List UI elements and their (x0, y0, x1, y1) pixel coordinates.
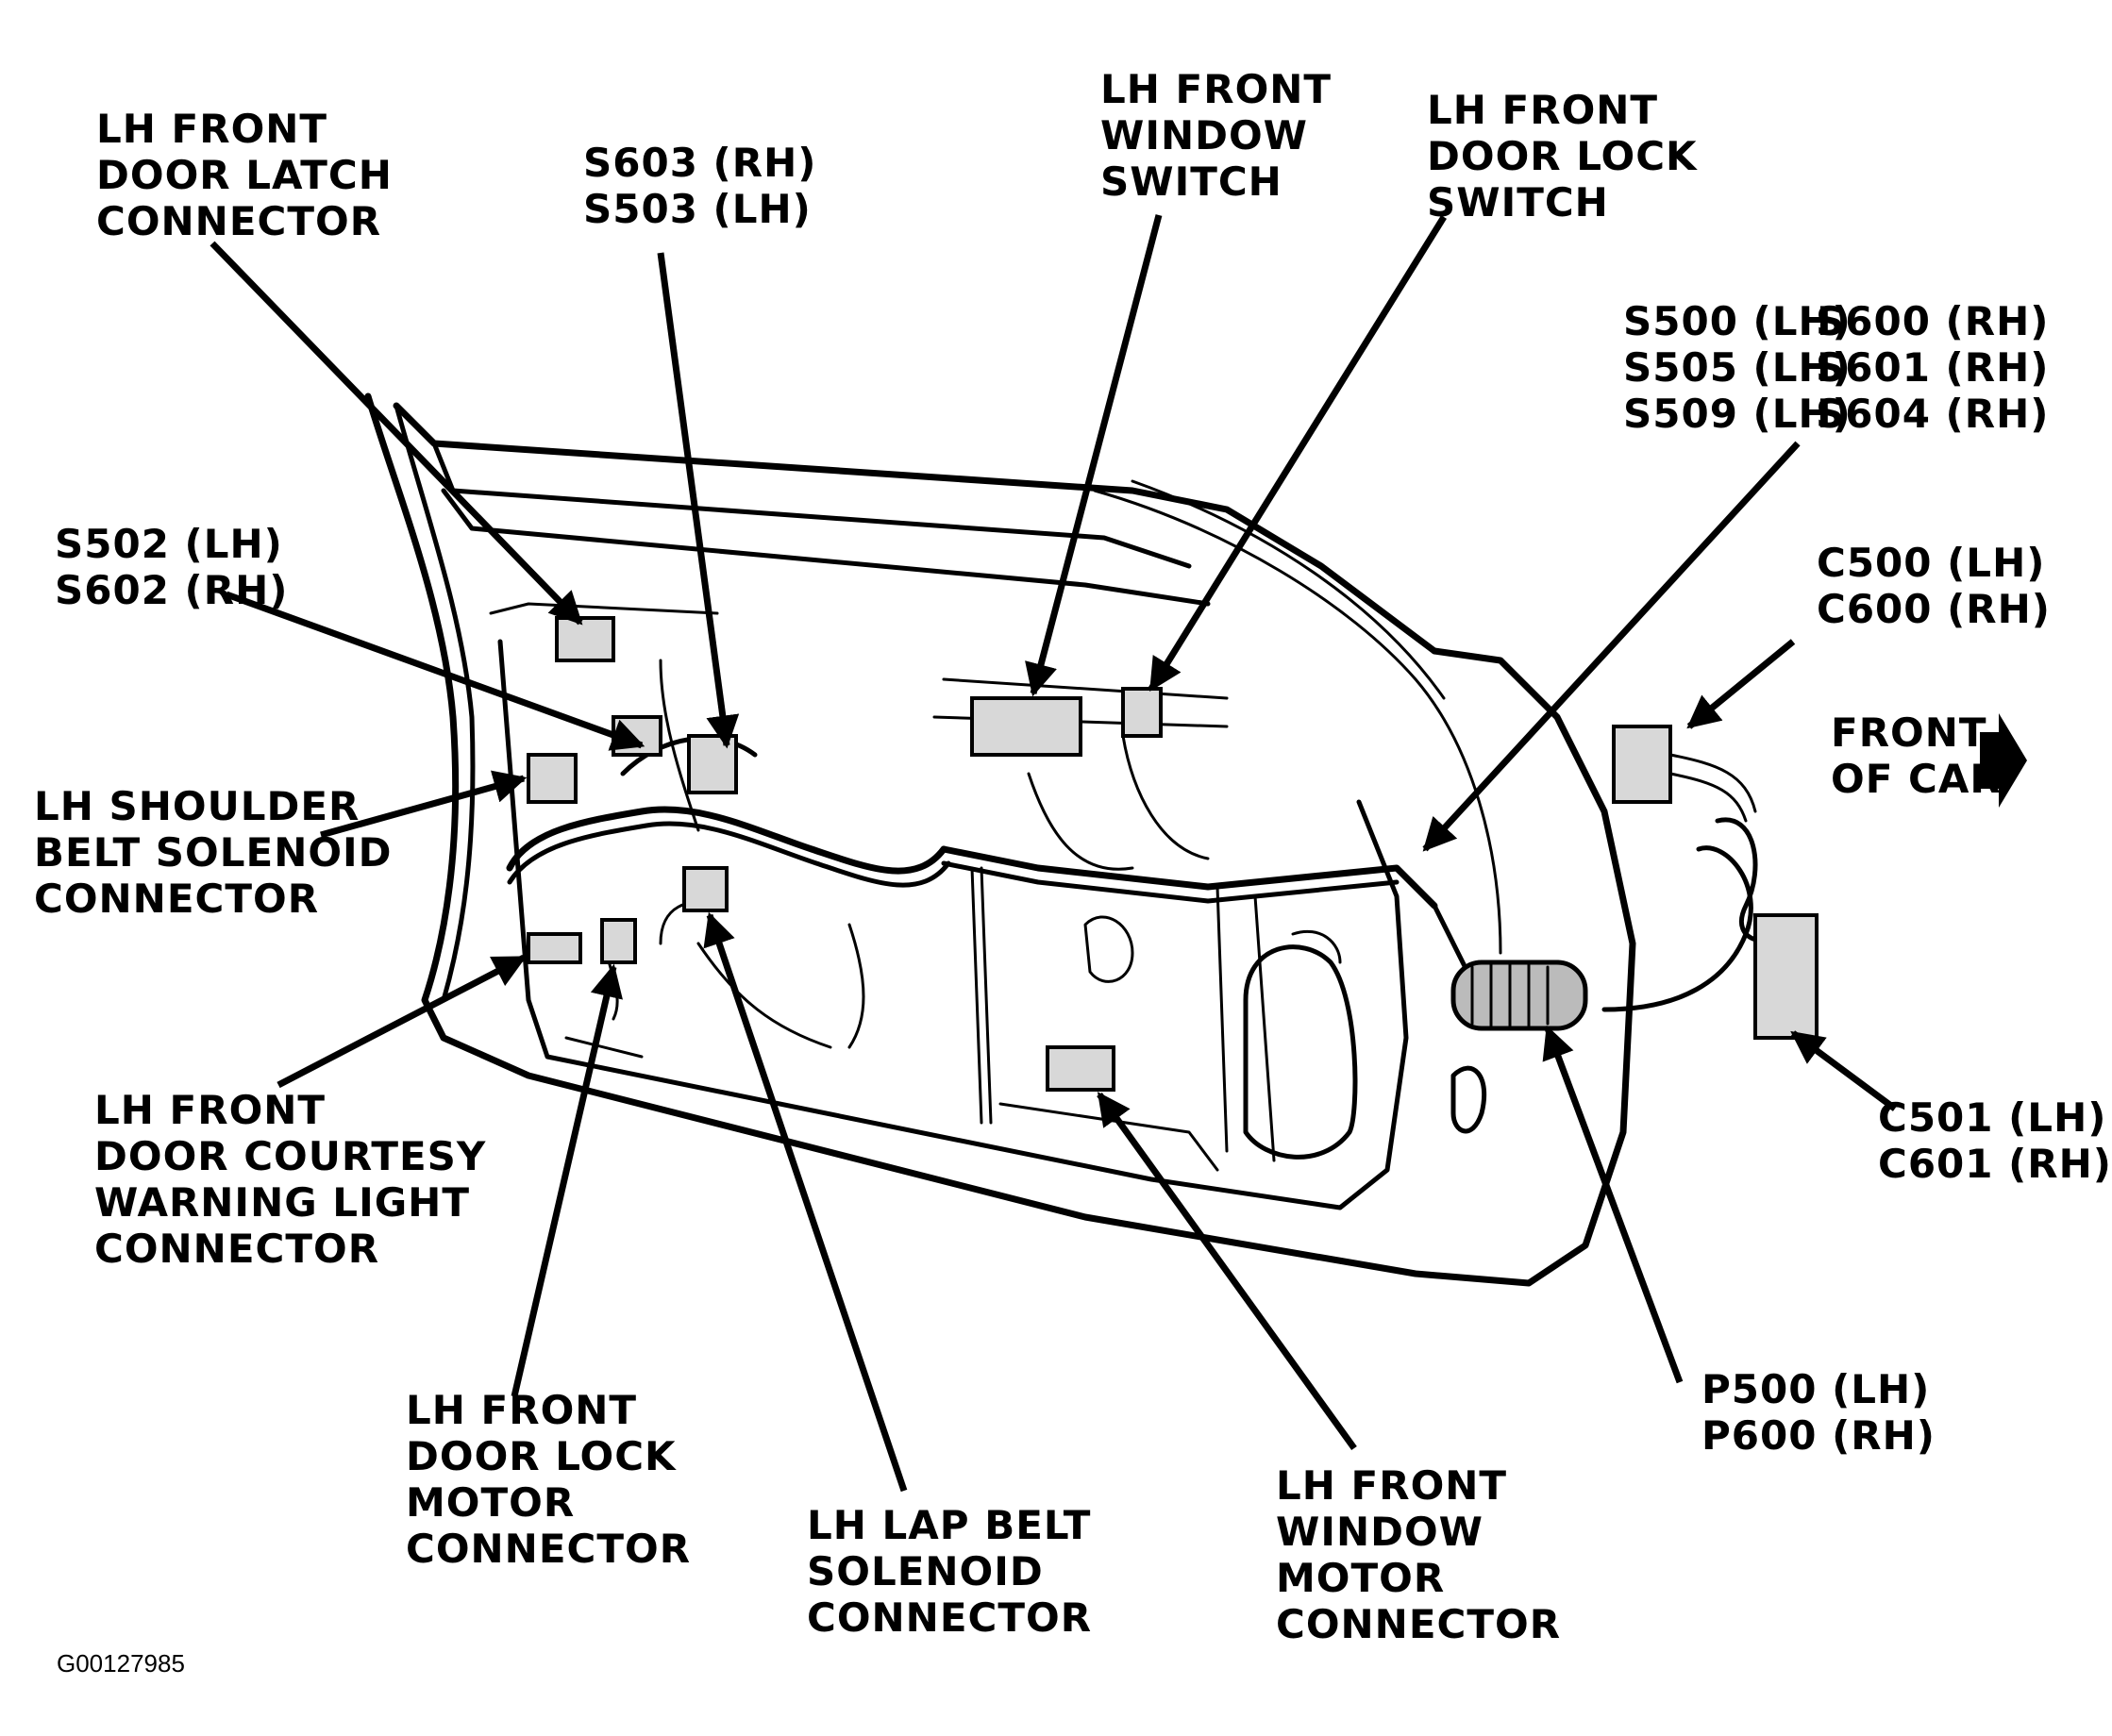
leader-s603 (657, 252, 740, 749)
latch-connector-part (555, 616, 615, 662)
leader-p500 (1542, 1025, 1684, 1384)
door-lock-motor-connector-part (600, 918, 637, 964)
label-s502: S502 (LH)S602 (RH) (55, 521, 289, 613)
wiring-harness (506, 659, 1805, 1049)
c500-connector-part (1612, 725, 1672, 804)
leader-c501 (1790, 1030, 1898, 1111)
shoulder-belt-connector-part (527, 753, 578, 804)
window-motor-connector-part (1046, 1045, 1115, 1092)
label-c500: C500 (LH)C600 (RH) (1817, 540, 2051, 632)
label-splices-lh: S500 (LH)S505 (LH)S509 (LH) (1623, 298, 1852, 437)
leader-window-switch (1025, 214, 1163, 697)
leader-c500 (1686, 639, 1796, 729)
c501-connector-part (1753, 913, 1819, 1040)
lap-belt-connector-part (682, 866, 729, 912)
p500-grommet-part (1450, 960, 1588, 1031)
leader-courtesy-light (277, 954, 528, 1089)
leader-latch-connector (210, 241, 583, 626)
leader-door-lock-switch (1148, 215, 1447, 692)
leader-window-motor (1097, 1092, 1357, 1451)
figure-id: G00127985 (57, 1649, 185, 1678)
leader-splices (1422, 441, 1801, 852)
leader-door-lock-motor (511, 963, 623, 1397)
leader-lines (210, 214, 1898, 1493)
leader-shoulder-belt (320, 770, 528, 839)
leader-lap-belt (703, 911, 908, 1493)
door-lock-switch-part (1121, 687, 1163, 738)
window-switch-part (970, 696, 1082, 757)
courtesy-light-connector-part (527, 932, 582, 964)
door-shell (364, 392, 1636, 1287)
label-p500: P500 (LH)P600 (RH) (1701, 1366, 1936, 1459)
label-splices-rh: S600 (RH)S601 (RH)S604 (RH) (1816, 298, 2050, 437)
front-arrow-icon (1980, 713, 2027, 808)
leader-s502 (225, 591, 645, 751)
label-c501: C501 (LH)C601 (RH) (1878, 1094, 2112, 1187)
label-s603: S603 (RH)S503 (LH) (583, 140, 817, 232)
